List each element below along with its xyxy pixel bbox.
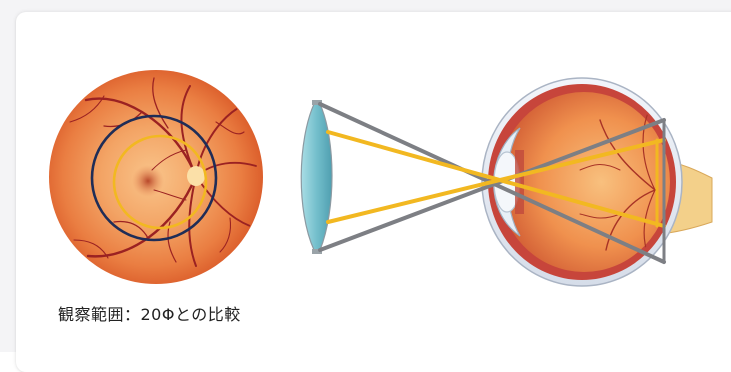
lens-icon: [301, 100, 332, 254]
caption: 観察範囲：20Φとの比較: [58, 301, 241, 325]
fundus-icon: [49, 70, 263, 284]
field-of-view-illustration: [0, 0, 731, 352]
eye-icon: [482, 78, 712, 286]
optic-disc: [187, 166, 205, 186]
